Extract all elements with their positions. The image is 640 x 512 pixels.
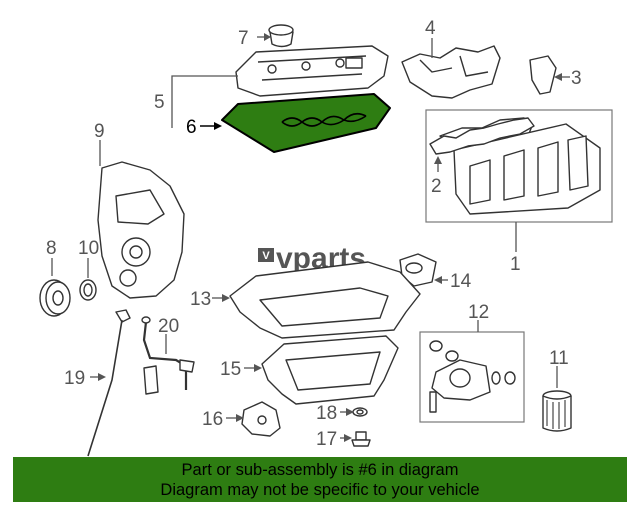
part-18-washer: 18 (316, 403, 368, 424)
callout-11[interactable]: 11 (549, 348, 569, 369)
callout-20[interactable]: 20 (158, 316, 179, 337)
callout-17[interactable]: 17 (316, 429, 337, 450)
callout-7[interactable]: 7 (238, 28, 249, 49)
part-14-oil-strainer: 14 (399, 253, 472, 292)
svg-text:V: V (262, 250, 270, 262)
part-16-bracket: 16 (202, 401, 281, 437)
banner-line-1: Part or sub-assembly is #6 in diagram (181, 461, 459, 479)
callout-3[interactable]: 3 (571, 68, 582, 89)
info-banner: Part or sub-assembly is #6 in diagram Di… (13, 457, 627, 502)
part-12-oil-filter-bracket: 12 (419, 302, 525, 423)
part-10-front-seal: 10 (78, 238, 99, 301)
callout-8[interactable]: 8 (46, 238, 57, 259)
part-7-oil-filler-cap: 7 (238, 24, 294, 49)
callout-18[interactable]: 18 (316, 403, 337, 424)
part-19-dipstick: 19 (64, 309, 131, 457)
callout-5[interactable]: 5 (154, 92, 165, 113)
part-5-valve-cover: 5 (154, 45, 389, 128)
callout-6[interactable]: 6 (186, 117, 197, 138)
callout-9[interactable]: 9 (94, 121, 105, 142)
callout-4[interactable]: 4 (425, 18, 436, 39)
callout-16[interactable]: 16 (202, 409, 223, 430)
part-15-lower-oil-pan: 15 (220, 335, 399, 405)
callout-13[interactable]: 13 (190, 289, 211, 310)
callout-2[interactable]: 2 (431, 176, 442, 197)
part-8-crank-pulley: 8 (39, 238, 71, 317)
callout-1[interactable]: 1 (510, 254, 521, 275)
part-2-intake-gasket: 2 (429, 117, 535, 197)
part-6-valve-cover-gasket: 6 (186, 93, 391, 153)
part-9-timing-cover: 9 (94, 121, 185, 299)
callout-19[interactable]: 19 (64, 368, 85, 389)
part-13-upper-oil-pan: 13 (190, 261, 421, 339)
part-11-oil-filter: 11 (542, 348, 572, 432)
banner-line-2: Diagram may not be specific to your vehi… (160, 481, 480, 499)
part-20-dipstick-tube: 20 (141, 316, 195, 395)
part-17-drain-plug: 17 (316, 429, 371, 450)
part-3-bracket: 3 (529, 55, 582, 95)
part-4-engine-cover: 4 (401, 18, 501, 99)
callout-10[interactable]: 10 (78, 238, 99, 259)
callout-15[interactable]: 15 (220, 359, 241, 380)
callout-12[interactable]: 12 (468, 302, 489, 323)
callout-14[interactable]: 14 (450, 271, 472, 292)
